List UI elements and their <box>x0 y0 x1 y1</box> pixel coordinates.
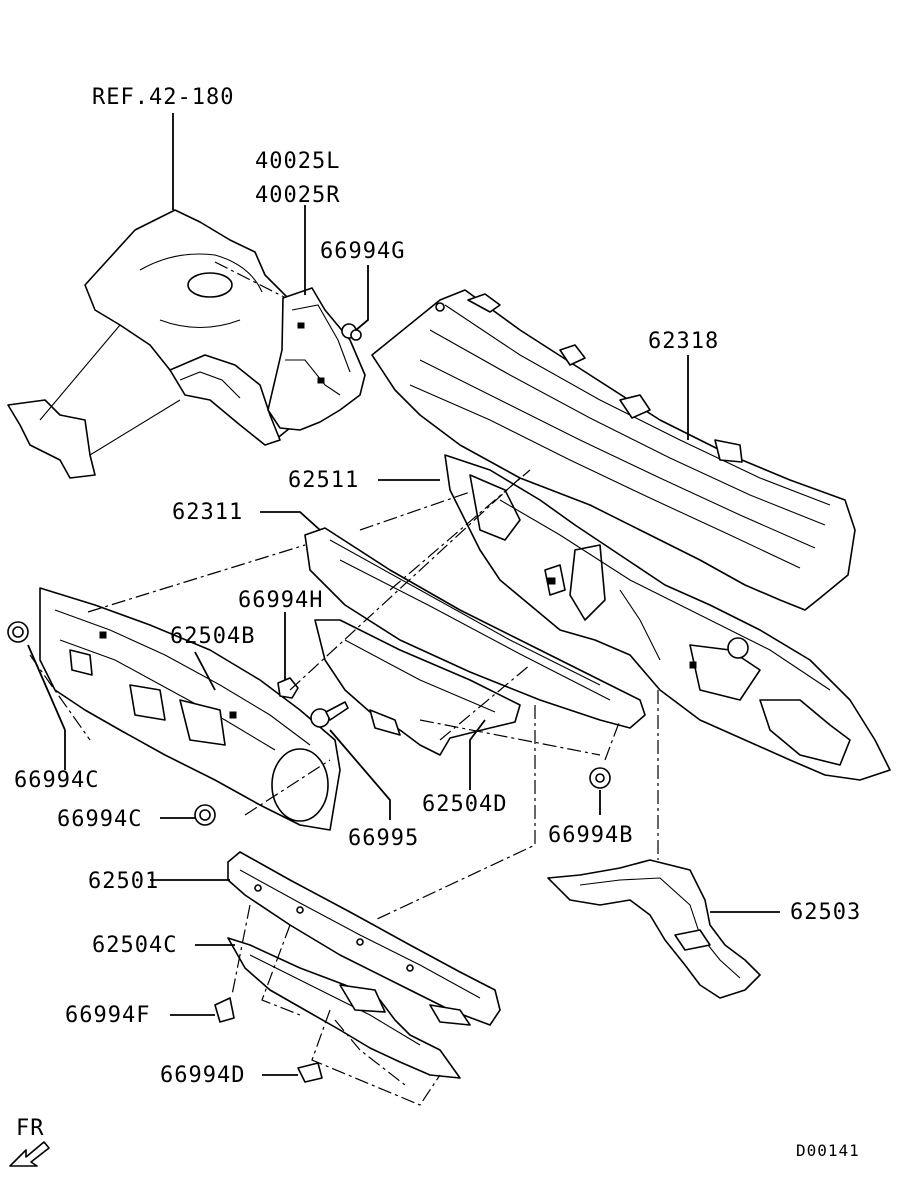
label-62311: 62311 <box>172 500 243 525</box>
label-66994b: 66994B <box>548 823 633 848</box>
label-62318: 62318 <box>648 329 719 354</box>
insulator-62311 <box>304 527 646 729</box>
ref-42-180-floor-assembly <box>7 209 331 479</box>
label-66994f: 66994F <box>65 1003 150 1028</box>
clip-66994d <box>297 1062 323 1083</box>
assembly-lines <box>29 469 659 1106</box>
label-ref-42-180: REF.42-180 <box>92 85 234 110</box>
label-66994d: 66994D <box>160 1063 245 1088</box>
clip-66994f <box>214 997 235 1023</box>
tunnel-reinforcement-62503 <box>547 859 761 999</box>
part-labels: REF.42-180 40025L 40025R 66994G 62318 62… <box>14 85 861 1088</box>
label-62504b: 62504B <box>170 624 255 649</box>
cross-member-62501 <box>227 851 501 1026</box>
front-direction-indicator: FR <box>9 1116 50 1167</box>
clip-66994g <box>341 323 362 341</box>
label-66994c-lower: 66994C <box>57 807 142 832</box>
leader-lines <box>27 113 780 1076</box>
label-62504c: 62504C <box>92 933 177 958</box>
label-40025l: 40025L <box>255 149 340 174</box>
clip-66994h <box>277 677 299 699</box>
label-62501: 62501 <box>88 869 159 894</box>
front-arrow-icon <box>9 1141 50 1167</box>
label-62504d: 62504D <box>422 792 507 817</box>
part-40025-bracket <box>267 287 366 431</box>
clip-66994b <box>589 767 611 789</box>
direction-label: FR <box>16 1116 45 1141</box>
label-40025r: 40025R <box>255 183 340 208</box>
label-66994h: 66994H <box>238 588 323 613</box>
clip-66994c-left <box>7 621 29 643</box>
silencer-62504b <box>39 587 341 831</box>
label-62503: 62503 <box>790 900 861 925</box>
pad-62504c <box>227 937 461 1079</box>
clip-66994c-lower <box>194 804 216 826</box>
label-66994c-left: 66994C <box>14 768 99 793</box>
label-66995: 66995 <box>348 826 419 851</box>
label-66994g: 66994G <box>320 239 405 264</box>
drawing-code: D00141 <box>796 1141 860 1160</box>
bolt-66995 <box>310 701 349 728</box>
dash-panel-62511 <box>444 454 891 781</box>
label-62511: 62511 <box>288 468 359 493</box>
pad-62504d <box>314 619 521 756</box>
cowl-top-panel-62318 <box>371 289 856 611</box>
